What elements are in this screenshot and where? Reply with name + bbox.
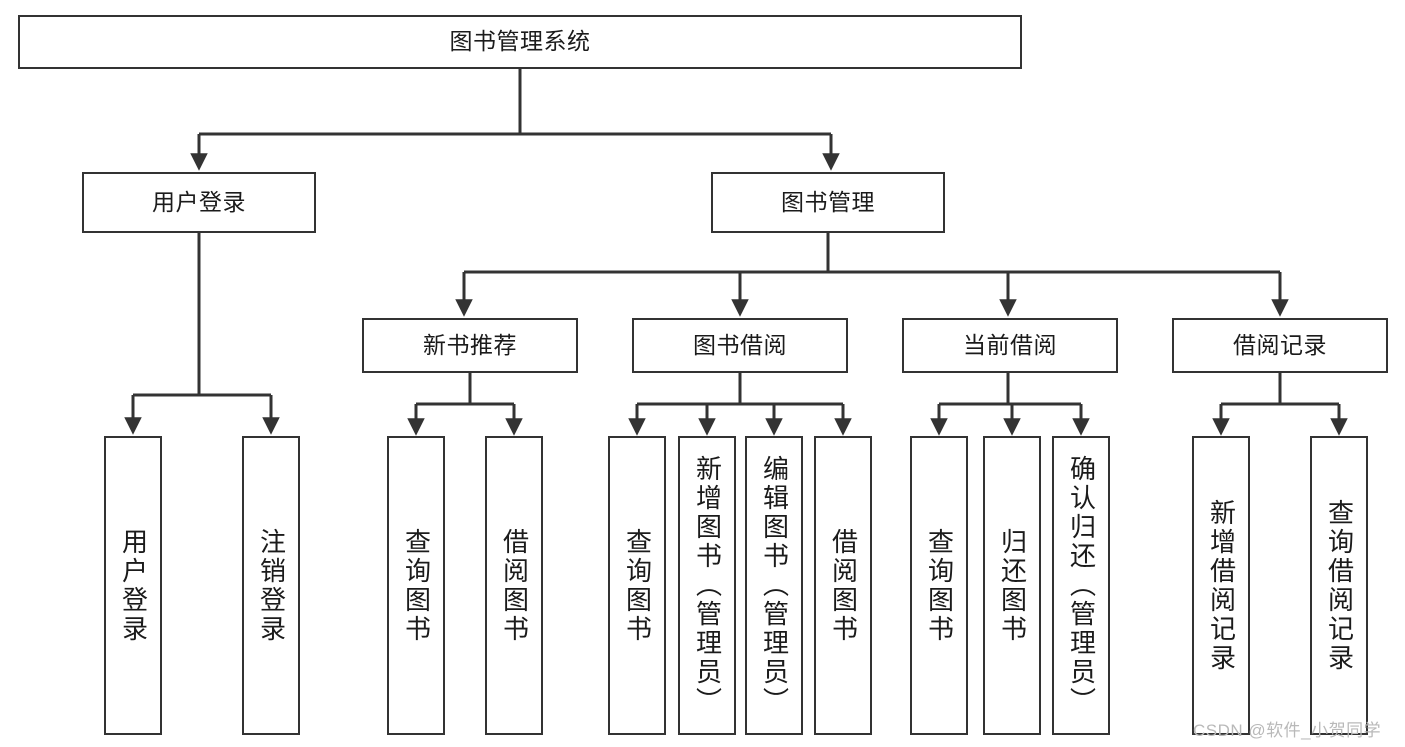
node-root-label: 图书管理系统 xyxy=(449,28,591,55)
node-leaf-query-book-current[interactable]: 查询图书 xyxy=(910,436,968,735)
node-leaf-confirm-return-admin-label: 确认归还（管理员） xyxy=(1066,455,1097,716)
node-leaf-return-book-label: 归还图书 xyxy=(997,527,1028,644)
node-leaf-user-login-label: 用户登录 xyxy=(118,527,149,644)
node-leaf-borrow-book-recommend[interactable]: 借阅图书 xyxy=(485,436,543,735)
node-leaf-borrow-book[interactable]: 借阅图书 xyxy=(814,436,872,735)
node-borrow-record-label: 借阅记录 xyxy=(1233,331,1327,358)
node-leaf-query-book-current-label: 查询图书 xyxy=(924,527,955,644)
node-leaf-confirm-return-admin[interactable]: 确认归还（管理员） xyxy=(1052,436,1110,735)
node-leaf-user-login[interactable]: 用户登录 xyxy=(104,436,162,735)
node-leaf-add-book-admin-label: 新增图书（管理员） xyxy=(692,455,723,716)
node-user-login-label: 用户登录 xyxy=(152,188,246,215)
node-leaf-query-book-recommend[interactable]: 查询图书 xyxy=(387,436,445,735)
node-leaf-add-borrow-record[interactable]: 新增借阅记录 xyxy=(1192,436,1250,735)
node-leaf-add-book-admin[interactable]: 新增图书（管理员） xyxy=(678,436,736,735)
node-book-borrow[interactable]: 图书借阅 xyxy=(632,318,848,373)
node-leaf-add-borrow-record-label: 新增借阅记录 xyxy=(1206,498,1237,673)
node-new-book-recommend[interactable]: 新书推荐 xyxy=(362,318,578,373)
node-leaf-query-borrow-record-label: 查询借阅记录 xyxy=(1324,498,1355,673)
node-current-borrow-label: 当前借阅 xyxy=(963,331,1057,358)
node-borrow-record[interactable]: 借阅记录 xyxy=(1172,318,1388,373)
node-book-borrow-label: 图书借阅 xyxy=(693,331,787,358)
node-leaf-borrow-book-label: 借阅图书 xyxy=(828,527,859,644)
node-book-management[interactable]: 图书管理 xyxy=(711,172,945,233)
node-leaf-edit-book-admin-label: 编辑图书（管理员） xyxy=(759,455,790,716)
node-book-management-label: 图书管理 xyxy=(781,188,875,215)
node-leaf-logout[interactable]: 注销登录 xyxy=(242,436,300,735)
node-leaf-logout-label: 注销登录 xyxy=(256,527,287,644)
node-new-book-recommend-label: 新书推荐 xyxy=(423,331,517,358)
node-leaf-borrow-book-recommend-label: 借阅图书 xyxy=(499,527,530,644)
node-leaf-query-borrow-record[interactable]: 查询借阅记录 xyxy=(1310,436,1368,735)
node-user-login[interactable]: 用户登录 xyxy=(82,172,316,233)
node-leaf-query-book-borrow[interactable]: 查询图书 xyxy=(608,436,666,735)
node-current-borrow[interactable]: 当前借阅 xyxy=(902,318,1118,373)
node-leaf-query-book-recommend-label: 查询图书 xyxy=(401,527,432,644)
watermark-text: CSDN @软件_小贺同学 xyxy=(1193,721,1382,740)
node-leaf-edit-book-admin[interactable]: 编辑图书（管理员） xyxy=(745,436,803,735)
node-root[interactable]: 图书管理系统 xyxy=(18,15,1022,69)
node-leaf-query-book-borrow-label: 查询图书 xyxy=(622,527,653,644)
node-leaf-return-book[interactable]: 归还图书 xyxy=(983,436,1041,735)
